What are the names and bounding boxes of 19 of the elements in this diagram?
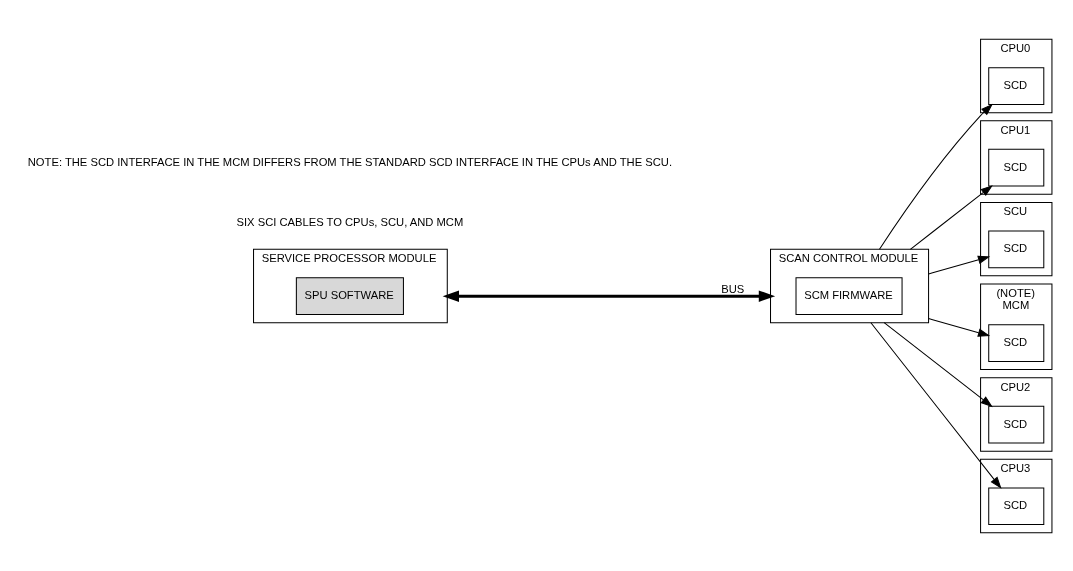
arrow xyxy=(928,255,991,274)
edge-label: BUS xyxy=(721,282,745,295)
arrow xyxy=(909,184,993,250)
node-box: SCD xyxy=(988,323,1045,362)
arrow xyxy=(870,321,1002,489)
node-box: SCM FIRMWARE xyxy=(795,276,903,315)
arrow xyxy=(928,317,991,337)
node-box: SPU SOFTWARE xyxy=(295,276,404,315)
node-label: (NOTE) xyxy=(996,286,1035,299)
node-box: SCD xyxy=(988,148,1045,187)
node-box: SCD xyxy=(988,66,1045,105)
arrow xyxy=(883,321,993,407)
node-box: SCD xyxy=(988,405,1045,444)
node-box: SCD xyxy=(988,486,1045,525)
label: NOTE: THE SCD INTERFACE IN THE MCM DIFFERS FROM THE STANDARD SCD INTERFACE IN THE CPUs AND THE SCU. xyxy=(27,155,673,168)
node-box: SCD xyxy=(988,229,1045,268)
arrow xyxy=(878,103,993,250)
arrow xyxy=(442,289,776,302)
label: SIX SCI CABLES TO CPUs, SCU, AND MCM xyxy=(236,215,464,228)
